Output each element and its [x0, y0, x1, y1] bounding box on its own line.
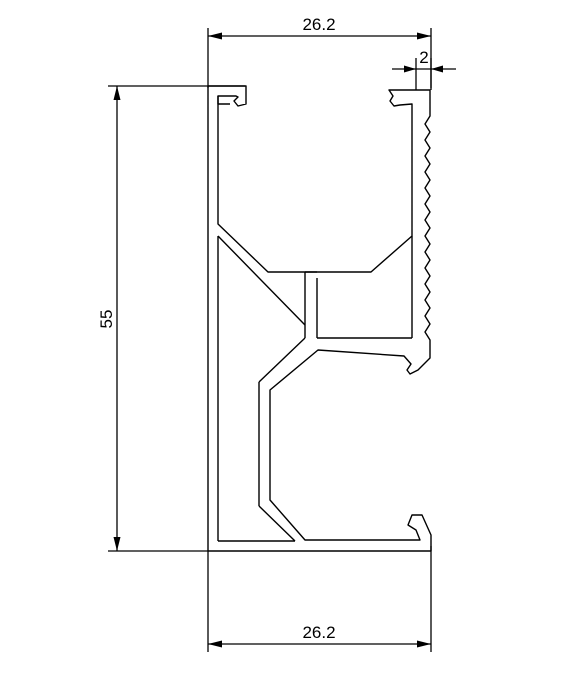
dimension-label-tooth-depth: 2: [419, 48, 428, 67]
dimension-label-top-width: 26.2: [302, 15, 335, 34]
dimension-tooth-depth: 2: [392, 48, 456, 90]
dimension-top-width: 26.2: [207, 15, 432, 88]
dimension-label-left-height: 55: [97, 310, 116, 329]
dimension-bottom-width: 26.2: [207, 546, 432, 652]
profile-outer-outline: [207, 85, 432, 552]
dimension-label-bottom-width: 26.2: [302, 623, 335, 642]
profile-left-lip: [217, 96, 230, 105]
dimension-left-height: 55: [97, 85, 245, 552]
profile-inner-walls: [217, 235, 413, 542]
